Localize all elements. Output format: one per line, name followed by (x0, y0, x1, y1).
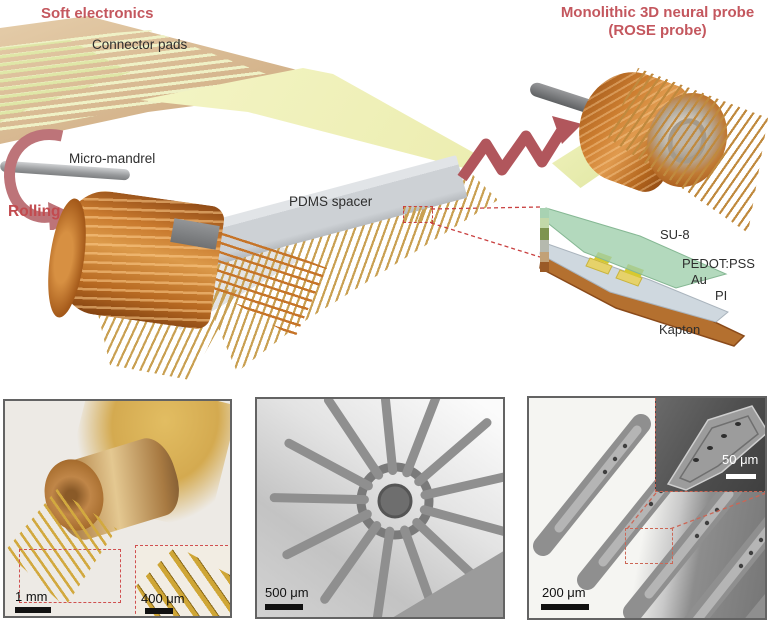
inset-scale-bar (145, 608, 173, 614)
stack-cross-section (540, 208, 549, 272)
probe-title-line2: (ROSE probe) (608, 22, 707, 39)
au-pad (585, 257, 613, 275)
scale-bar (15, 607, 51, 613)
sem-tip-inset: 50 μm (655, 398, 765, 492)
connector-pads-label: Connector pads (92, 37, 188, 52)
layer-label-pedot: PEDOT:PSS (682, 256, 755, 271)
inset-scale-bar (726, 474, 756, 479)
sem-tip-drawing (666, 405, 765, 491)
fabrication-schematic: Soft electronics Monolithic 3D neural pr… (0, 4, 768, 380)
layer-label-au: Au (691, 272, 707, 287)
panel-photo-probe: 1 mm 400 μm (3, 399, 232, 618)
inset-scale-bar-label: 50 μm (722, 452, 759, 467)
soft-electronics-title: Soft electronics (41, 5, 154, 22)
sem-spiral-needles (257, 399, 503, 617)
roll-transform-arrow (457, 116, 582, 182)
shank-zoom-box (625, 528, 673, 564)
panel-sem-front: 500 μm (255, 397, 505, 619)
probe-title-line1: Monolithic 3D neural probe (560, 4, 755, 21)
scale-bar (541, 604, 589, 610)
inset-scale-bar-label: 400 μm (141, 591, 185, 606)
scale-bar-label: 1 mm (15, 589, 48, 604)
rolling-label: Rolling (8, 203, 61, 220)
layer-label-su8: SU-8 (660, 227, 690, 242)
layer-label-kapton: Kapton (659, 322, 701, 337)
photo-region-box (19, 549, 121, 603)
photo-inset (135, 545, 230, 616)
electrode-dots (602, 443, 764, 569)
zoom-callout-lines (430, 206, 541, 258)
layer-stack-inset (539, 207, 746, 347)
scale-bar-label: 500 μm (265, 585, 309, 600)
scale-bar (265, 604, 303, 610)
micro-mandrel-label: Micro-mandrel (69, 151, 156, 166)
pdms-spacer-label: PDMS spacer (289, 194, 373, 209)
panel-sem-shanks: 50 μm 200 μm (527, 396, 767, 620)
sem-substrate-edge (393, 551, 503, 617)
layer-label-pi: PI (715, 288, 728, 303)
probe-title: Monolithic 3D neural probe (ROSE probe) (545, 4, 768, 40)
zoom-highlight-box (403, 206, 433, 223)
scale-bar-label: 200 μm (542, 585, 586, 600)
